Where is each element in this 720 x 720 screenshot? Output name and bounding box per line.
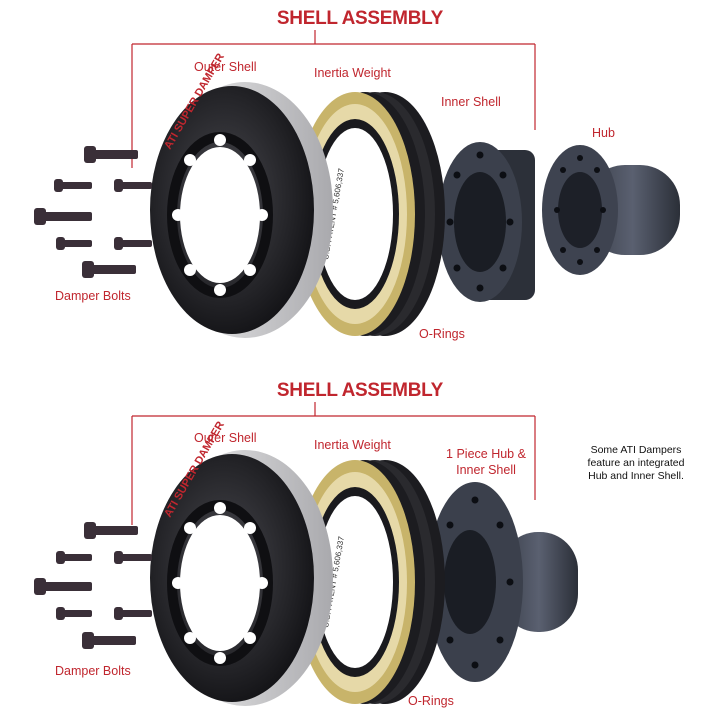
bolt xyxy=(34,208,92,225)
bolt xyxy=(114,551,152,564)
bolt xyxy=(114,179,152,192)
bolt xyxy=(84,522,138,539)
inertia-weight-label: Inertia Weight xyxy=(314,438,391,452)
top-assembly-panel: SHELL ASSEMBLY xyxy=(34,8,680,341)
outer-shell-label: Outer Shell xyxy=(194,60,257,74)
inner-shell-part xyxy=(438,142,535,302)
outer-shell-part: ATI SUPER DAMPER xyxy=(150,51,333,338)
bolt xyxy=(82,261,136,278)
bolt xyxy=(114,607,152,620)
inertia-weight-label: Inertia Weight xyxy=(314,66,391,80)
integrated-hub-note: Some ATI Dampers feature an integrated H… xyxy=(587,444,685,482)
hub-part xyxy=(542,145,680,275)
inner-shell-label: Inner Shell xyxy=(441,95,501,109)
bolt xyxy=(84,146,138,163)
damper-bolts-label: Damper Bolts xyxy=(55,289,131,303)
inertia-weight-part: U.S. PATENT # 5,606,337 xyxy=(295,92,445,336)
outer-shell-part: ATI SUPER DAMPER xyxy=(150,419,333,706)
one-piece-hub-inner-shell-label-line1: 1 Piece Hub & xyxy=(446,447,526,461)
top-damper-exploded-view: U.S. PATENT # 5,606,337 ATI SUPER DAMPER xyxy=(34,51,680,338)
damper-bolts-label: Damper Bolts xyxy=(55,664,131,678)
hub-label: Hub xyxy=(592,126,615,140)
o-rings-label: O-Rings xyxy=(419,327,465,341)
bottom-bracket-lines xyxy=(131,402,536,525)
outer-shell-label: Outer Shell xyxy=(194,431,257,445)
bottom-assembly-panel: SHELL ASSEMBLY xyxy=(0,360,720,720)
bolt xyxy=(54,179,92,192)
bottom-shell-assembly-title: SHELL ASSEMBLY xyxy=(276,380,444,401)
one-piece-hub-inner-shell-label: 1 Piece Hub & Inner Shell xyxy=(440,446,532,478)
o-rings-label: O-Rings xyxy=(408,694,454,708)
one-piece-hub-inner-shell-label-line2: Inner Shell xyxy=(456,463,516,477)
bolt xyxy=(56,551,92,564)
damper-bolts-group xyxy=(34,522,152,649)
bolt xyxy=(82,632,136,649)
bolt xyxy=(56,607,92,620)
bolt xyxy=(114,237,152,250)
one-piece-hub-inner-shell-part xyxy=(427,482,578,682)
top-shell-assembly-title: SHELL ASSEMBLY xyxy=(276,8,444,29)
bottom-damper-exploded-view: U.S. PATENT # 5,606,337 ATI SUPER DAMPER xyxy=(34,419,578,706)
bolt xyxy=(34,578,92,595)
inertia-weight-part: U.S. PATENT # 5,606,337 xyxy=(295,460,445,704)
bolt xyxy=(56,237,92,250)
top-bracket-lines xyxy=(131,30,536,168)
damper-bolts-group xyxy=(34,146,152,278)
